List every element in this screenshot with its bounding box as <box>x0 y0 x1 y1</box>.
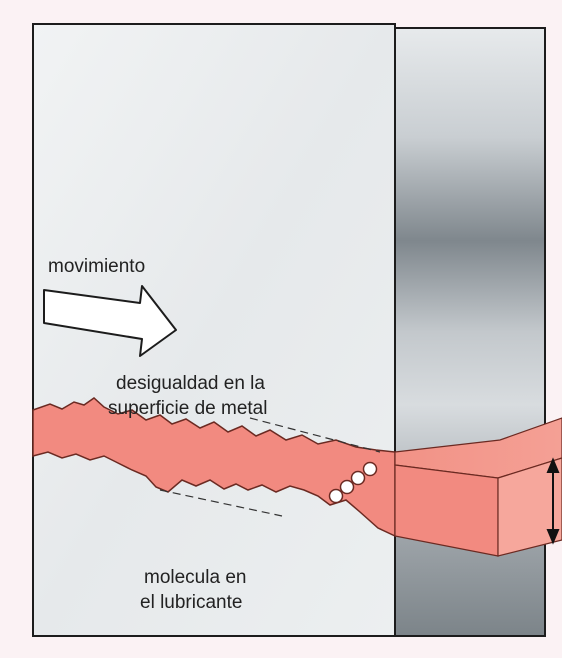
molecule-circle <box>350 470 366 486</box>
molecule-circle <box>362 461 378 477</box>
lubricant-molecules <box>328 461 378 504</box>
arrow-right-outline-icon <box>43 285 177 357</box>
double-headed-vertical-arrow-icon <box>546 457 560 545</box>
molecule-guide-line <box>159 489 283 517</box>
lubricant-slab-side <box>497 457 562 557</box>
molecule-circle <box>328 488 344 504</box>
motion-label: movimiento <box>48 256 145 277</box>
molecule-label-line2: el lubricante <box>140 592 242 613</box>
molecule-circle <box>339 479 355 495</box>
surface-label-line1: desigualdad en la <box>116 373 265 394</box>
molecule-label-line1: molecula en <box>144 567 246 588</box>
surface-label-line2: superficie de metal <box>108 398 267 419</box>
lubricant-layer <box>32 397 396 538</box>
surface-guide-line <box>249 417 381 453</box>
